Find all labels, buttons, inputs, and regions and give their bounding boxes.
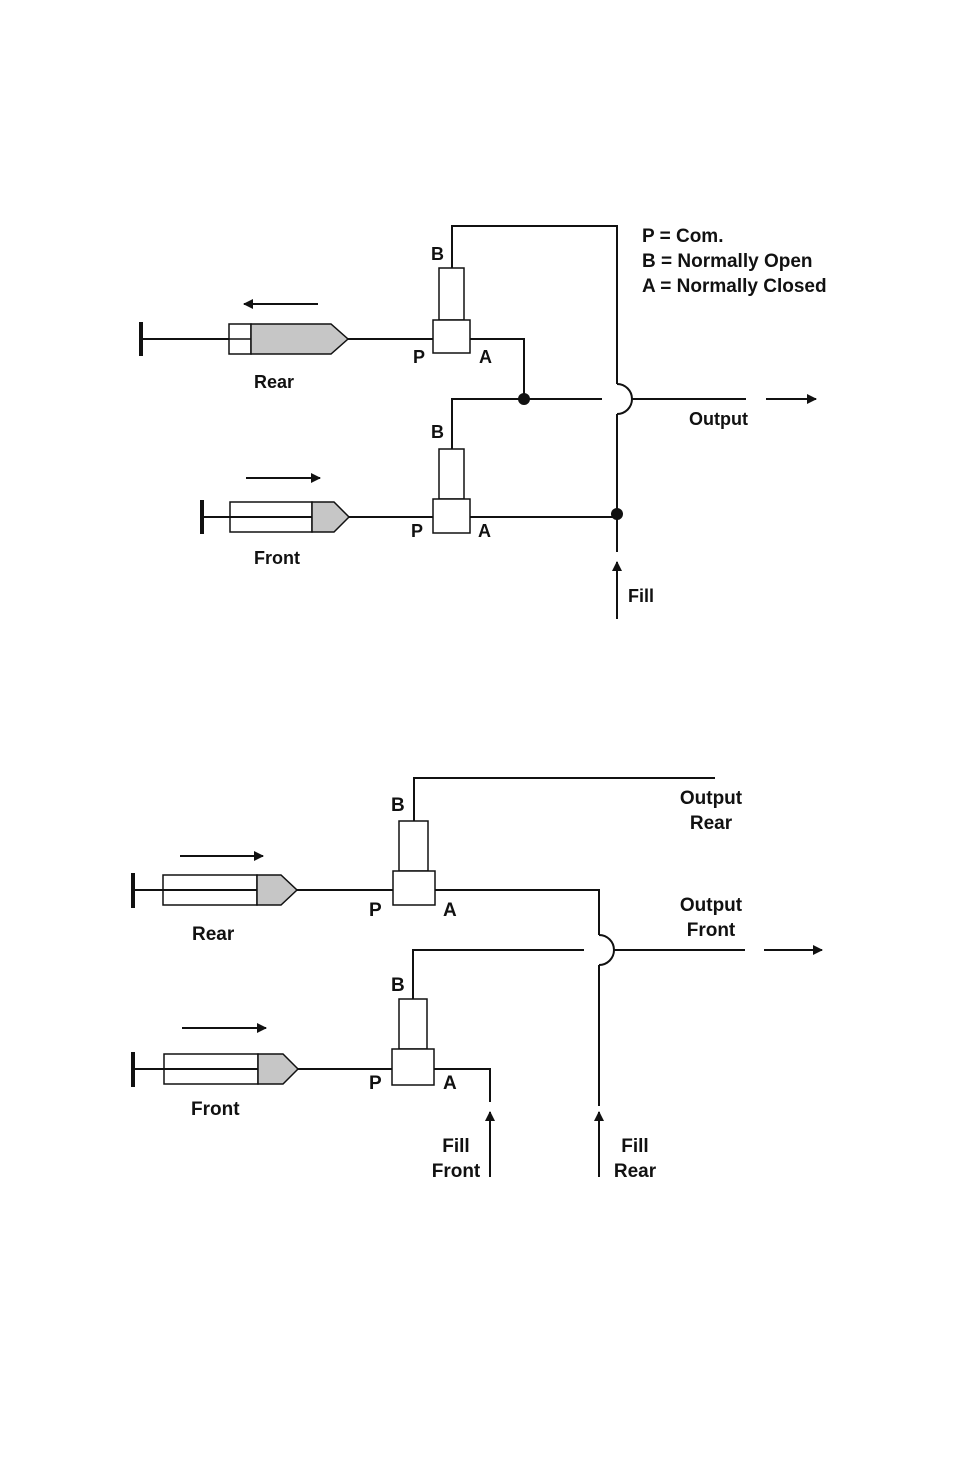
bottom-rear-syringe	[133, 873, 297, 908]
legend-line-p: P = Com.	[642, 226, 723, 247]
top-rear-label: Rear	[254, 372, 294, 392]
bottom-diagram: Rear B P A Front B P A	[133, 778, 822, 1182]
bottom-front-valve	[392, 999, 434, 1085]
top-fill-label: Fill	[628, 586, 654, 606]
bottom-rear-port-p: P	[369, 900, 382, 921]
top-output-label: Output	[689, 409, 748, 429]
bottom-fill-front-line2: Front	[432, 1161, 481, 1182]
bottom-output-front-line2: Front	[687, 920, 736, 941]
top-front-port-p: P	[411, 521, 423, 541]
bottom-fill-rear-line1: Fill	[621, 1136, 648, 1157]
bottom-output-front-line1: Output	[680, 895, 743, 916]
bottom-output-rear-line1: Output	[680, 788, 743, 809]
top-rear-port-b: B	[431, 244, 444, 264]
bottom-output-rear-line2: Rear	[690, 813, 733, 834]
top-front-valve	[433, 449, 470, 533]
legend-line-b: B = Normally Open	[642, 251, 813, 272]
top-front-syringe	[202, 500, 349, 534]
top-junction-dot	[518, 393, 530, 405]
bottom-rear-valve	[393, 821, 435, 905]
bottom-rear-port-a: A	[443, 900, 457, 921]
top-rear-port-p: P	[413, 347, 425, 367]
bottom-fill-front-line1: Fill	[442, 1136, 469, 1157]
top-front-label: Front	[254, 548, 300, 568]
bottom-rear-label: Rear	[192, 924, 235, 945]
bottom-front-port-p: P	[369, 1073, 382, 1094]
bottom-rear-port-b: B	[391, 795, 405, 816]
bottom-front-syringe	[133, 1052, 298, 1087]
legend-line-a: A = Normally Closed	[642, 276, 827, 297]
top-rear-port-a: A	[479, 347, 492, 367]
bottom-front-port-b: B	[391, 975, 405, 996]
top-fill-junction-dot	[611, 508, 623, 520]
top-diagram: P = Com. B = Normally Open A = Normally …	[141, 226, 827, 619]
bottom-front-label: Front	[191, 1099, 240, 1120]
bottom-front-port-a: A	[443, 1073, 457, 1094]
top-front-port-b: B	[431, 422, 444, 442]
top-rear-valve	[433, 268, 470, 353]
bottom-fill-rear-line2: Rear	[614, 1161, 657, 1182]
top-rear-syringe	[141, 322, 348, 356]
top-front-port-a: A	[478, 521, 491, 541]
